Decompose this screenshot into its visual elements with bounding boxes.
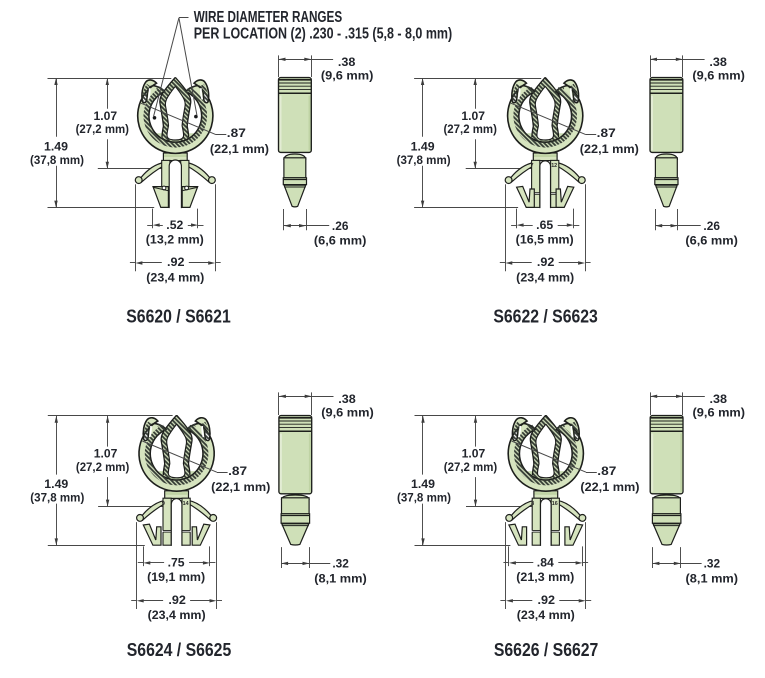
svg-text:.32: .32	[704, 558, 721, 571]
svg-text:S6622 / S6623: S6622 / S6623	[493, 305, 598, 326]
svg-text:8: 8	[531, 501, 534, 507]
svg-text:(16,5 mm): (16,5 mm)	[516, 233, 574, 246]
svg-text:1.49: 1.49	[411, 478, 436, 491]
svg-text:(8,1 mm): (8,1 mm)	[686, 572, 739, 585]
svg-text:(27,2 mm): (27,2 mm)	[76, 461, 130, 474]
svg-text:.92: .92	[168, 594, 186, 607]
svg-text:1.07: 1.07	[94, 110, 118, 123]
svg-text:.87: .87	[228, 465, 247, 478]
svg-text:(19,1 mm): (19,1 mm)	[147, 571, 205, 584]
svg-text:.38: .38	[338, 56, 356, 69]
svg-text:14: 14	[183, 501, 189, 507]
svg-text:.65: .65	[536, 219, 554, 232]
svg-text:(9,6 mm): (9,6 mm)	[321, 69, 374, 82]
svg-text:(27,2 mm): (27,2 mm)	[76, 123, 130, 136]
svg-text:(6,6 mm): (6,6 mm)	[314, 235, 367, 248]
svg-text:.75: .75	[168, 557, 186, 570]
svg-text:(22,1 mm): (22,1 mm)	[580, 143, 639, 156]
svg-text:.52: .52	[166, 219, 183, 232]
svg-text:.92: .92	[167, 256, 185, 269]
svg-text:(23,4 mm): (23,4 mm)	[517, 609, 575, 622]
svg-text:.26: .26	[703, 220, 720, 233]
svg-text:(27,2 mm): (27,2 mm)	[444, 123, 498, 136]
svg-text:S6626 / S6627: S6626 / S6627	[494, 639, 599, 660]
svg-text:(23,4 mm): (23,4 mm)	[516, 271, 574, 284]
svg-text:1.49: 1.49	[44, 478, 69, 491]
svg-text:(9,6 mm): (9,6 mm)	[692, 69, 745, 82]
svg-text:(22,1 mm): (22,1 mm)	[580, 481, 639, 494]
svg-text:.26: .26	[332, 220, 349, 233]
svg-text:(9,6 mm): (9,6 mm)	[321, 406, 374, 419]
svg-text:.87: .87	[597, 465, 616, 478]
svg-text:(37,8 mm): (37,8 mm)	[397, 492, 451, 505]
svg-text:.38: .38	[709, 56, 727, 69]
svg-text:(37,8 mm): (37,8 mm)	[30, 492, 84, 505]
svg-text:9: 9	[162, 501, 165, 507]
svg-text:.87: .87	[597, 127, 616, 140]
svg-text:WIRE DIAMETER RANGES: WIRE DIAMETER RANGES	[194, 9, 343, 26]
svg-text:(22,1 mm): (22,1 mm)	[211, 481, 270, 494]
svg-text:.32: .32	[332, 558, 349, 571]
svg-text:12: 12	[551, 163, 557, 169]
svg-text:(22,1 mm): (22,1 mm)	[210, 143, 269, 156]
svg-text:1.49: 1.49	[411, 140, 436, 153]
svg-text:1.07: 1.07	[462, 448, 486, 461]
svg-text:.92: .92	[537, 256, 555, 269]
svg-text:.38: .38	[338, 393, 356, 406]
svg-text:S6624 / S6625: S6624 / S6625	[127, 639, 232, 660]
svg-text:1.07: 1.07	[94, 448, 118, 461]
svg-text:PER LOCATION (2) .230 - .315 (: PER LOCATION (2) .230 - .315 (5,8 - 8,0 …	[194, 26, 453, 43]
svg-text:(9,6 mm): (9,6 mm)	[693, 406, 746, 419]
svg-text:7: 7	[531, 163, 534, 169]
svg-text:(23,4 mm): (23,4 mm)	[148, 609, 206, 622]
svg-text:(37,8 mm): (37,8 mm)	[30, 154, 84, 167]
svg-text:1.07: 1.07	[461, 110, 485, 123]
svg-text:(8,1 mm): (8,1 mm)	[314, 572, 367, 585]
svg-text:S6620 / S6621: S6620 / S6621	[126, 306, 231, 327]
svg-text:.87: .87	[227, 127, 246, 140]
svg-text:1.49: 1.49	[44, 140, 69, 153]
svg-text:.92: .92	[538, 594, 556, 607]
svg-text:.38: .38	[710, 393, 728, 406]
svg-text:(23,4 mm): (23,4 mm)	[146, 271, 204, 284]
svg-text:(13,2 mm): (13,2 mm)	[146, 233, 204, 246]
svg-text:(27,2 mm): (27,2 mm)	[444, 461, 498, 474]
svg-text:(37,8 mm): (37,8 mm)	[397, 154, 451, 167]
svg-text:(6,6 mm): (6,6 mm)	[685, 235, 738, 248]
svg-text:.84: .84	[537, 557, 555, 570]
svg-text:(21,3 mm): (21,3 mm)	[516, 571, 574, 584]
svg-text:16: 16	[552, 501, 558, 507]
